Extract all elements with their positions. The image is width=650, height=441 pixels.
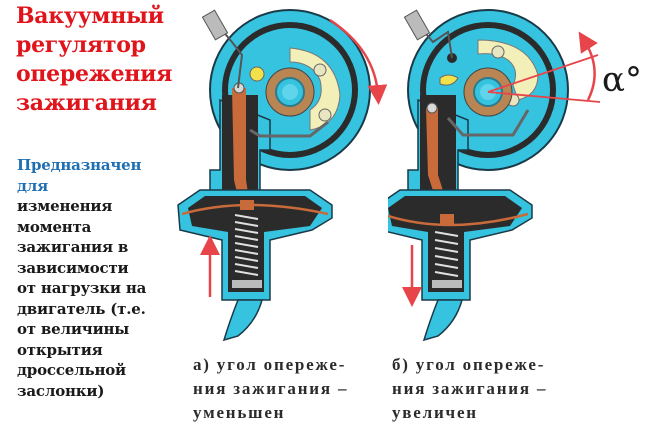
- description-line: заслонки): [17, 381, 105, 400]
- caption-line: ния зажигания –: [392, 379, 548, 398]
- title-line: регулятор: [16, 32, 146, 58]
- description-line: дроссельной: [17, 361, 126, 379]
- angle-label: α°: [602, 60, 642, 100]
- description-line: момента: [17, 217, 92, 236]
- description-lead: для: [17, 176, 49, 195]
- title-line: опережения: [16, 61, 173, 87]
- caption-line: увеличен: [392, 403, 478, 422]
- caption-line: б) угол опереже-: [392, 355, 546, 374]
- page-title: Вакуумный регулятор опережения зажигания: [16, 2, 196, 118]
- diagram-a-advance-decreased: [177, 9, 388, 342]
- title-line: зажигания: [16, 90, 157, 116]
- caption-a: а) угол опереже- ния зажигания – уменьше…: [193, 353, 348, 425]
- description-line: зажигания в: [17, 238, 129, 256]
- description-line: зависимости: [17, 258, 129, 277]
- description-line: от величины: [17, 320, 130, 338]
- description-line: изменения: [17, 197, 113, 215]
- caption-line: а) угол опереже-: [193, 355, 347, 374]
- description-line: двигатель (т.е.: [17, 299, 146, 318]
- description-line: открытия: [17, 340, 103, 359]
- purpose-description: Предназначен для изменения момента зажиг…: [17, 155, 177, 401]
- caption-line: ния зажигания –: [193, 379, 349, 398]
- description-lead: Предназначен: [17, 156, 142, 174]
- caption-b: б) угол опереже- ния зажигания – увеличе…: [392, 353, 547, 425]
- rotation-arrow-icon: [578, 31, 598, 101]
- rotation-arrow-icon: [329, 18, 388, 105]
- title-line: Вакуумный: [16, 3, 164, 29]
- caption-line: уменьшен: [193, 403, 286, 422]
- description-line: от нагрузки на: [17, 279, 147, 297]
- diagram-b-advance-increased: [388, 9, 601, 342]
